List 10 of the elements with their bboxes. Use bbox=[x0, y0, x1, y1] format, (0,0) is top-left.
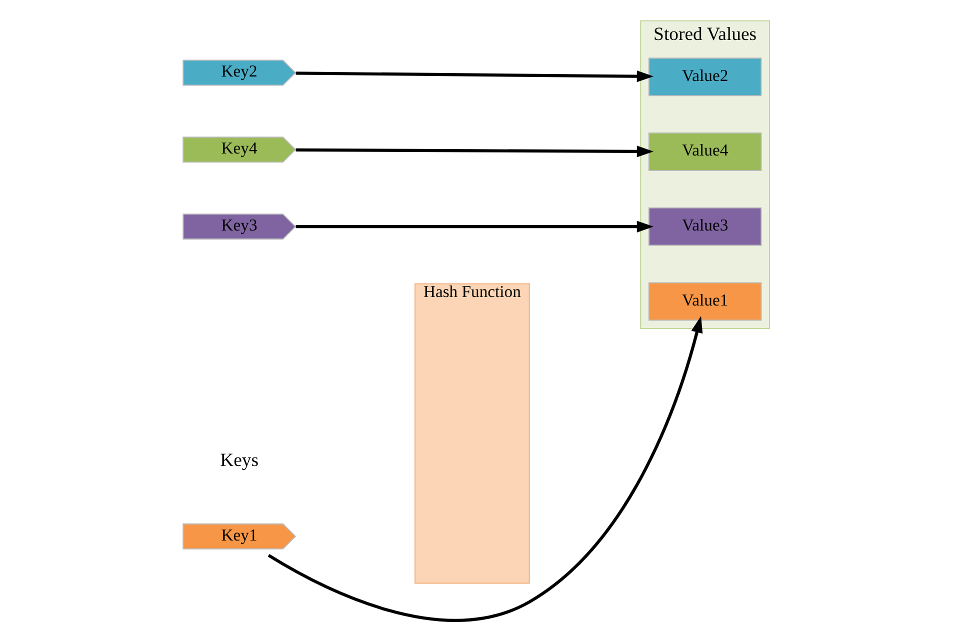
label: Keys bbox=[220, 450, 259, 472]
node-box: Hash Function bbox=[414, 283, 530, 584]
arrow bbox=[296, 70, 654, 82]
node-box: Value3 bbox=[648, 207, 762, 246]
arrow bbox=[296, 220, 654, 232]
arrow bbox=[296, 146, 654, 158]
arrow bbox=[268, 316, 703, 622]
node-box: Value1 bbox=[648, 282, 762, 321]
node-box: Value2 bbox=[648, 58, 762, 96]
node-box: Value4 bbox=[648, 132, 762, 171]
